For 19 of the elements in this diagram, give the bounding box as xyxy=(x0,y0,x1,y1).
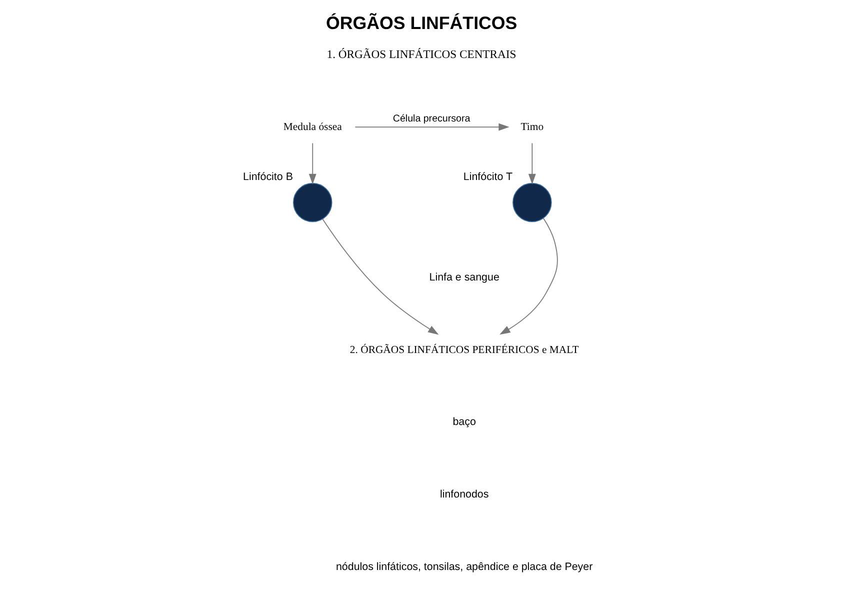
node-label: Linfócito T xyxy=(462,171,512,184)
node-text: 2. ÓRGÃOS LINFÁTICOS PERIFÉRICOS e MALT xyxy=(349,344,578,356)
diagram-title: ÓRGÃOS LINFÁTICOS xyxy=(326,12,517,33)
node-label: Linfócito B xyxy=(242,171,292,184)
label: Linfa e sangue xyxy=(428,272,499,284)
arrow xyxy=(528,142,536,185)
arrow xyxy=(499,218,558,335)
label: linfonodos xyxy=(439,488,488,500)
label: 1. ÓRGÃOS LINFÁTICOS CENTRAIS xyxy=(326,48,516,61)
arrow xyxy=(322,218,438,335)
node-circle xyxy=(512,182,552,222)
node-circle xyxy=(292,182,332,222)
label: nódulos linfáticos, tonsilas, apêndice e placa de Peyer xyxy=(336,560,592,573)
label: baço xyxy=(452,416,476,428)
node-text: Timo xyxy=(520,120,544,133)
node-text: Medula óssea xyxy=(282,120,342,133)
arrow xyxy=(308,142,316,185)
arrow xyxy=(354,123,509,131)
edge-label: Célula precursora xyxy=(392,114,470,125)
